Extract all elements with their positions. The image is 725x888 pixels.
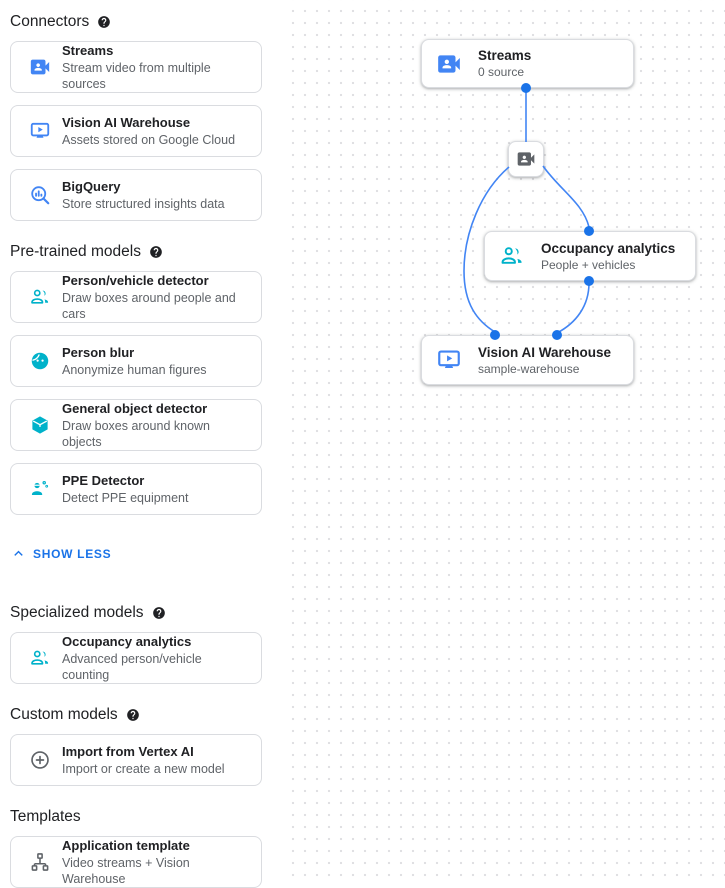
card-description: Import or create a new model bbox=[62, 762, 225, 776]
node-occupancy-analytics[interactable]: Occupancy analytics People + vehicles bbox=[484, 231, 696, 281]
help-icon[interactable] bbox=[152, 606, 166, 620]
add-circle-icon bbox=[29, 749, 51, 771]
people-group-icon bbox=[499, 243, 525, 269]
card-text: Application template Video streams + Vis… bbox=[62, 837, 251, 887]
card-title: Vision AI Warehouse bbox=[62, 115, 191, 130]
section-heading-label: Custom models bbox=[10, 706, 118, 723]
component-library-sidebar: Connectors Streams Stream video from mul… bbox=[0, 0, 284, 888]
card-bigquery[interactable]: BigQuery Store structured insights data bbox=[10, 169, 262, 221]
card-occupancy-analytics[interactable]: Occupancy analytics Advanced person/vehi… bbox=[10, 632, 262, 684]
section-heading-label: Pre-trained models bbox=[10, 243, 141, 260]
section-heading-label: Connectors bbox=[10, 13, 90, 30]
card-streams[interactable]: Streams Stream video from multiple sourc… bbox=[10, 41, 262, 93]
node-text: Occupancy analytics People + vehicles bbox=[541, 240, 675, 273]
card-text: Vision AI Warehouse Assets stored on Goo… bbox=[62, 114, 235, 148]
node-title: Vision AI Warehouse bbox=[478, 344, 612, 360]
section-heading-specialized-models: Specialized models bbox=[10, 604, 262, 622]
card-ppe-detector[interactable]: PPE Detector Detect PPE equipment bbox=[10, 463, 262, 515]
people-group-icon bbox=[29, 286, 51, 308]
node-streams[interactable]: Streams 0 source bbox=[421, 39, 634, 88]
node-vision-ai-warehouse[interactable]: Vision AI Warehouse sample-warehouse bbox=[421, 335, 634, 385]
edge-source-to-occupancy bbox=[542, 165, 590, 228]
section-heading-pretrained-models: Pre-trained models bbox=[10, 243, 262, 261]
show-less-label: SHOW LESS bbox=[33, 546, 112, 561]
card-text: General object detector Draw boxes aroun… bbox=[62, 400, 251, 450]
card-description: Draw boxes around known objects bbox=[62, 419, 210, 449]
card-description: Anonymize human figures bbox=[62, 363, 207, 377]
card-description: Detect PPE equipment bbox=[62, 491, 189, 505]
node-title: Streams bbox=[478, 48, 532, 63]
section-heading-templates: Templates bbox=[10, 808, 262, 826]
section-heading-custom-models: Custom models bbox=[10, 706, 262, 724]
card-description: Draw boxes around people and cars bbox=[62, 291, 236, 321]
show-less-button[interactable]: SHOW LESS bbox=[10, 545, 111, 562]
card-title: General object detector bbox=[62, 401, 208, 416]
card-title: Streams bbox=[62, 43, 114, 58]
card-person-blur[interactable]: Person blur Anonymize human figures bbox=[10, 335, 262, 387]
section-heading-connectors: Connectors bbox=[10, 13, 262, 31]
video-camera-front-icon bbox=[29, 56, 51, 78]
card-title: PPE Detector bbox=[62, 473, 145, 488]
card-title: Import from Vertex AI bbox=[62, 744, 194, 759]
smart-display-icon bbox=[29, 120, 51, 142]
card-text: Person/vehicle detector Draw boxes aroun… bbox=[62, 272, 251, 322]
card-title: Person blur bbox=[62, 345, 135, 360]
smart-display-icon bbox=[436, 347, 462, 373]
ppe-person-icon bbox=[29, 478, 51, 500]
node-title: Occupancy analytics bbox=[541, 240, 676, 256]
pipeline-canvas[interactable]: Streams 0 source Occupancy analytics Peo… bbox=[284, 0, 725, 878]
card-person-vehicle-detector[interactable]: Person/vehicle detector Draw boxes aroun… bbox=[10, 271, 262, 323]
card-import-from-vertex-ai[interactable]: Import from Vertex AI Import or create a… bbox=[10, 734, 262, 786]
card-description: Video streams + Vision Warehouse bbox=[62, 856, 190, 886]
video-camera-front-icon bbox=[516, 149, 536, 169]
section-heading-label: Specialized models bbox=[10, 604, 144, 621]
node-subtitle: 0 source bbox=[478, 65, 525, 79]
node-text: Streams 0 source bbox=[478, 47, 531, 80]
card-description: Advanced person/vehicle counting bbox=[62, 652, 202, 682]
card-general-object-detector[interactable]: General object detector Draw boxes aroun… bbox=[10, 399, 262, 451]
card-text: Streams Stream video from multiple sourc… bbox=[62, 42, 251, 92]
card-text: PPE Detector Detect PPE equipment bbox=[62, 472, 188, 506]
card-title: BigQuery bbox=[62, 179, 121, 194]
node-stream-source[interactable] bbox=[508, 141, 544, 177]
card-description: Stream video from multiple sources bbox=[62, 61, 211, 91]
node-subtitle: People + vehicles bbox=[541, 257, 636, 272]
card-application-template[interactable]: Application template Video streams + Vis… bbox=[10, 836, 262, 888]
card-description: Store structured insights data bbox=[62, 197, 225, 211]
card-text: Occupancy analytics Advanced person/vehi… bbox=[62, 633, 251, 683]
section-heading-label: Templates bbox=[10, 808, 81, 825]
help-icon[interactable] bbox=[149, 245, 163, 259]
face-blur-icon bbox=[29, 350, 51, 372]
cube-object-icon bbox=[29, 414, 51, 436]
card-text: BigQuery Store structured insights data bbox=[62, 178, 225, 212]
node-subtitle: sample-warehouse bbox=[478, 361, 580, 376]
node-text: Vision AI Warehouse sample-warehouse bbox=[478, 344, 611, 377]
card-text: Import from Vertex AI Import or create a… bbox=[62, 743, 225, 777]
chevron-up-icon bbox=[14, 550, 23, 556]
card-description: Assets stored on Google Cloud bbox=[62, 133, 236, 147]
help-icon[interactable] bbox=[97, 15, 111, 29]
card-title: Application template bbox=[62, 838, 190, 853]
card-title: Person/vehicle detector bbox=[62, 273, 209, 288]
bigquery-icon bbox=[29, 184, 51, 206]
card-text: Person blur Anonymize human figures bbox=[62, 344, 207, 378]
edge-occupancy-to-warehouse bbox=[556, 282, 590, 334]
card-vision-ai-warehouse[interactable]: Vision AI Warehouse Assets stored on Goo… bbox=[10, 105, 262, 157]
people-group-icon bbox=[29, 647, 51, 669]
pipeline-edges bbox=[463, 83, 594, 340]
help-icon[interactable] bbox=[126, 708, 140, 722]
video-camera-front-icon bbox=[436, 51, 462, 77]
tree-schema-icon bbox=[29, 851, 51, 873]
card-title: Occupancy analytics bbox=[62, 634, 192, 649]
